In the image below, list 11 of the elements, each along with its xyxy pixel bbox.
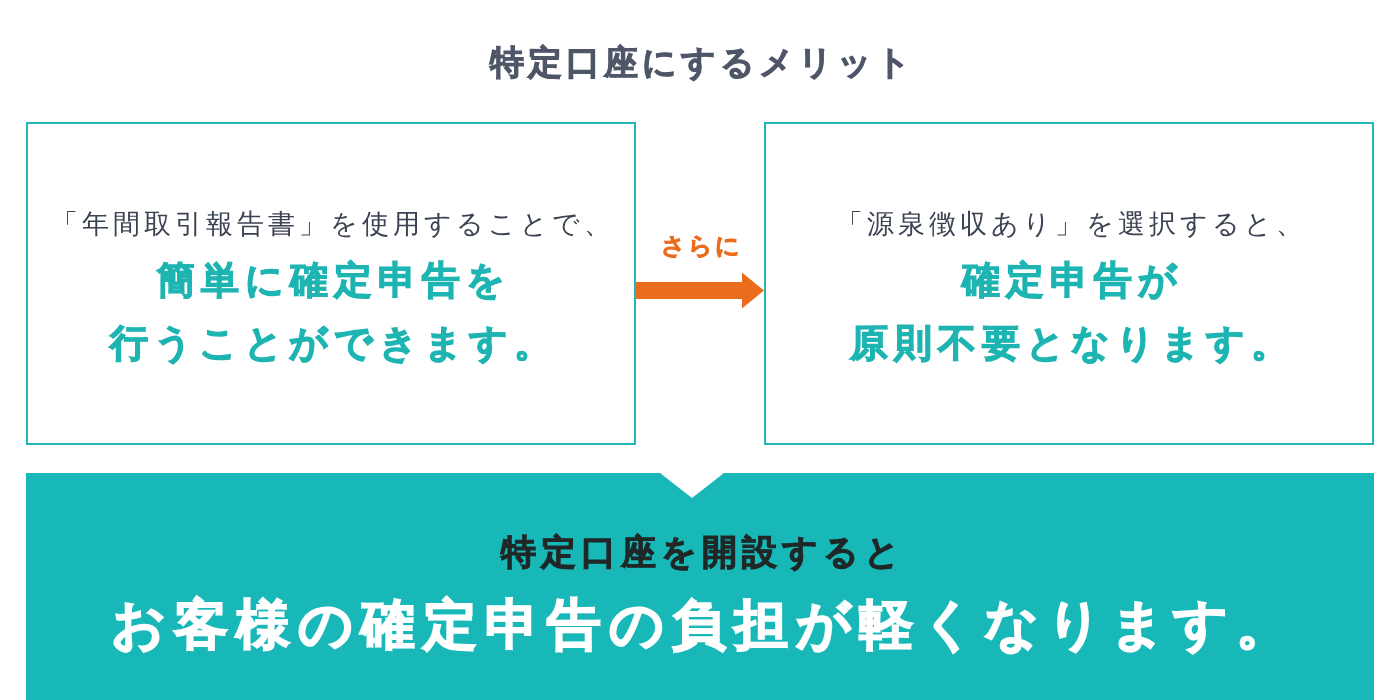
diagram-title: 特定口座にするメリット	[488, 41, 915, 84]
result-band	[26, 473, 1374, 700]
highlight-text: 簡単に確定申告を行うことができます。	[108, 257, 558, 367]
headline-text: お客様の確定申告の負担が軽くなります。	[109, 592, 1298, 658]
arrow	[636, 272, 764, 309]
info-box	[764, 122, 1374, 445]
highlight-text: 確定申告が原則不要となります。	[848, 257, 1295, 367]
lead-text: 特定口座を開設すると	[499, 531, 905, 574]
body-text: 「源泉徴収あり」を選択すると、	[834, 207, 1307, 241]
body-text: 「年間取引報告書」を使用することで、	[50, 207, 615, 241]
info-box	[26, 122, 636, 445]
